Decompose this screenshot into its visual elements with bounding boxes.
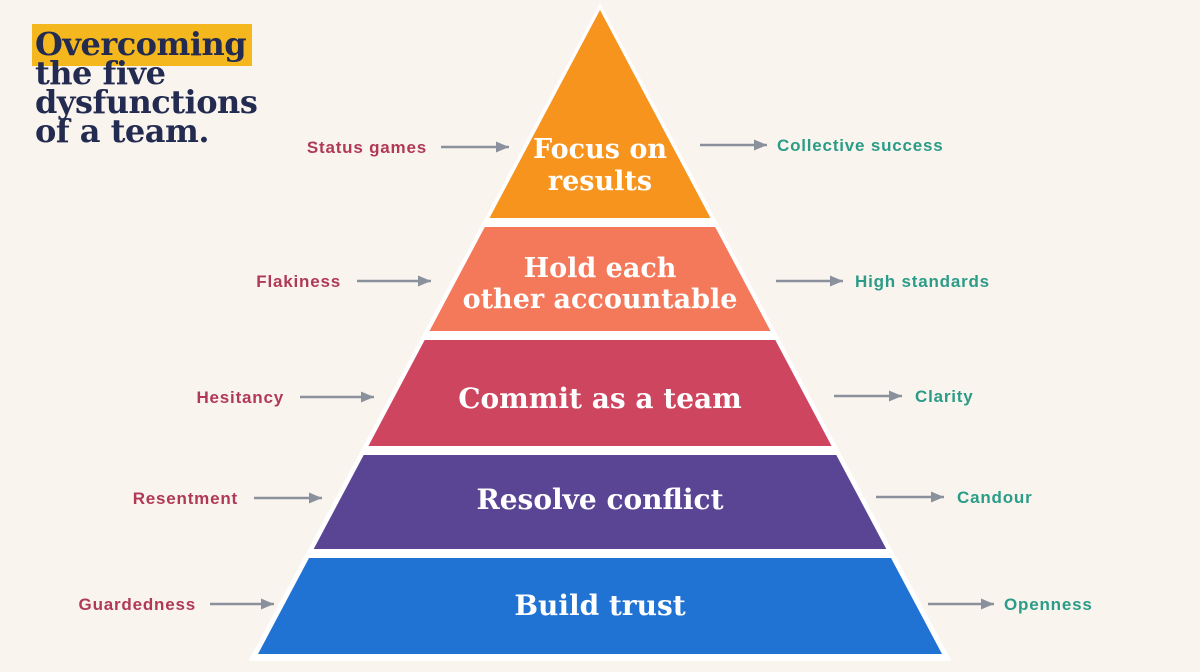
dysfunction-label-flakiness: Flakiness [256,272,341,291]
pyramid-level-resolve-conflict [312,453,888,551]
level4-label: Resolve conflict [476,483,723,516]
pyramid-level-build-trust [256,556,944,656]
title-line-3: dysfunctions [35,83,258,121]
dysfunction-label-status-games: Status games [307,138,427,157]
level1-label-line2: results [548,166,652,197]
title-line-2: the five [35,54,166,92]
dysfunction-label-guardedness: Guardedness [79,595,196,614]
outcome-label-collective-success: Collective success [777,136,944,155]
title-line-highlighted: Overcoming [32,24,257,66]
level2-label-line2: other accountable [463,284,738,315]
pyramid-level-focus-on-results [488,8,712,220]
pyramid-level-hold-each-other-accountable [428,225,772,333]
page-title: Overcoming the five dysfunctions of a te… [32,24,258,150]
level2-label-line1: Hold each [524,253,677,284]
outcome-label-openness: Openness [1004,595,1093,614]
pyramid-level-commit-as-a-team [366,338,834,448]
title-highlight: Overcoming [32,24,253,66]
outcome-label-high-standards: High standards [855,272,990,291]
outcome-label-candour: Candour [957,488,1032,507]
outcome-label-clarity: Clarity [915,387,974,406]
level1-label-line1: Focus on [533,134,667,165]
dysfunction-label-hesitancy: Hesitancy [196,388,284,407]
title-line-4: of a team. [35,112,210,150]
level3-label: Commit as a team [458,382,742,415]
dysfunction-label-resentment: Resentment [133,489,238,508]
level5-label: Build trust [514,589,685,622]
